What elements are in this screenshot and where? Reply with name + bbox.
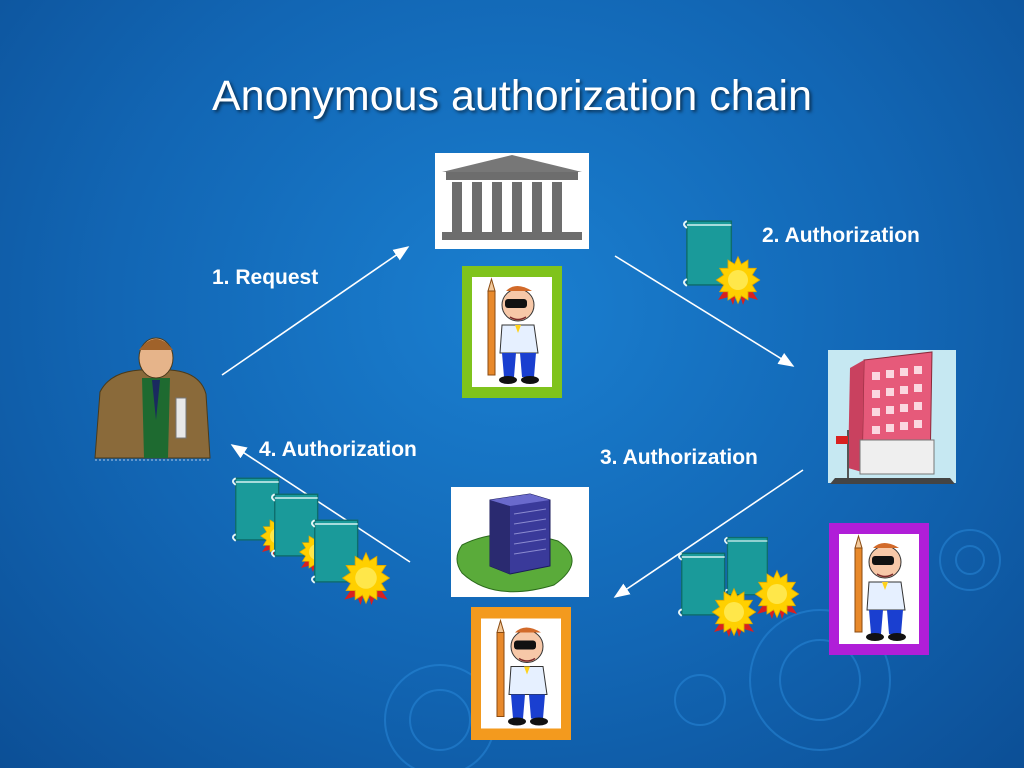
user-person-icon [94, 337, 211, 461]
arrow-authorization-3 [613, 469, 804, 598]
shop-building-icon [828, 350, 956, 484]
bank-building-icon [435, 153, 589, 249]
anonymous-signer-orange-frame [471, 607, 571, 740]
certificate-step-2 [683, 220, 761, 306]
arrow-request [221, 246, 410, 376]
step-1-request-label: 1. Request [212, 266, 319, 289]
step-2-authorization-label: 2. Authorization [762, 224, 920, 247]
office-tower-icon [451, 487, 589, 597]
anonymous-signer-green-frame [462, 266, 562, 398]
step-3-authorization-label: 3. Authorization [600, 446, 758, 469]
certificates-step-4 [232, 477, 390, 606]
slide-title: Anonymous authorization chain [212, 72, 812, 120]
arrow-authorization-2 [614, 255, 795, 367]
step-4-authorization-label: 4. Authorization [259, 438, 417, 461]
arrow-authorization-4 [230, 444, 411, 563]
anonymous-signer-purple-frame [829, 523, 929, 655]
